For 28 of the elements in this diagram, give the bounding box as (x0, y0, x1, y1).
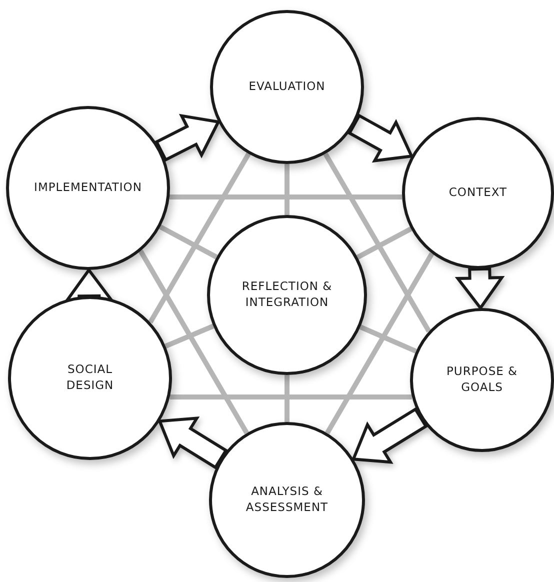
stage-label: ANALYSIS & ASSESSMENT (244, 484, 330, 516)
block-arrow (351, 407, 428, 464)
connector-line (148, 152, 251, 324)
connector-line (170, 194, 402, 200)
stage-circle (410, 308, 554, 452)
stage-label: IMPLEMENTATION (34, 180, 142, 196)
stage-label: CONTEXT (448, 185, 508, 201)
stage-label: REFLECTION & INTEGRATION (240, 279, 334, 311)
connector-line (284, 164, 290, 215)
connector-line (170, 394, 412, 400)
connector-line (323, 152, 432, 333)
stage-label: EVALUATION (248, 79, 326, 95)
connector-line (159, 224, 218, 260)
connector-line (138, 250, 249, 434)
block-arrow (454, 267, 505, 311)
connector-line (356, 226, 412, 260)
block-arrow (347, 114, 414, 163)
stage-label: SOCIAL DESIGN (65, 362, 115, 394)
stage-label: PURPOSE & GOALS (445, 364, 519, 396)
connector-line (359, 324, 417, 354)
stage-circle (402, 117, 554, 269)
stage-circle (207, 215, 367, 375)
block-arrow (158, 416, 228, 470)
stage-circle (210, 10, 364, 164)
block-arrow (154, 114, 221, 162)
connector-line (325, 252, 434, 434)
connector-line (164, 324, 214, 348)
connector-line (284, 375, 290, 422)
